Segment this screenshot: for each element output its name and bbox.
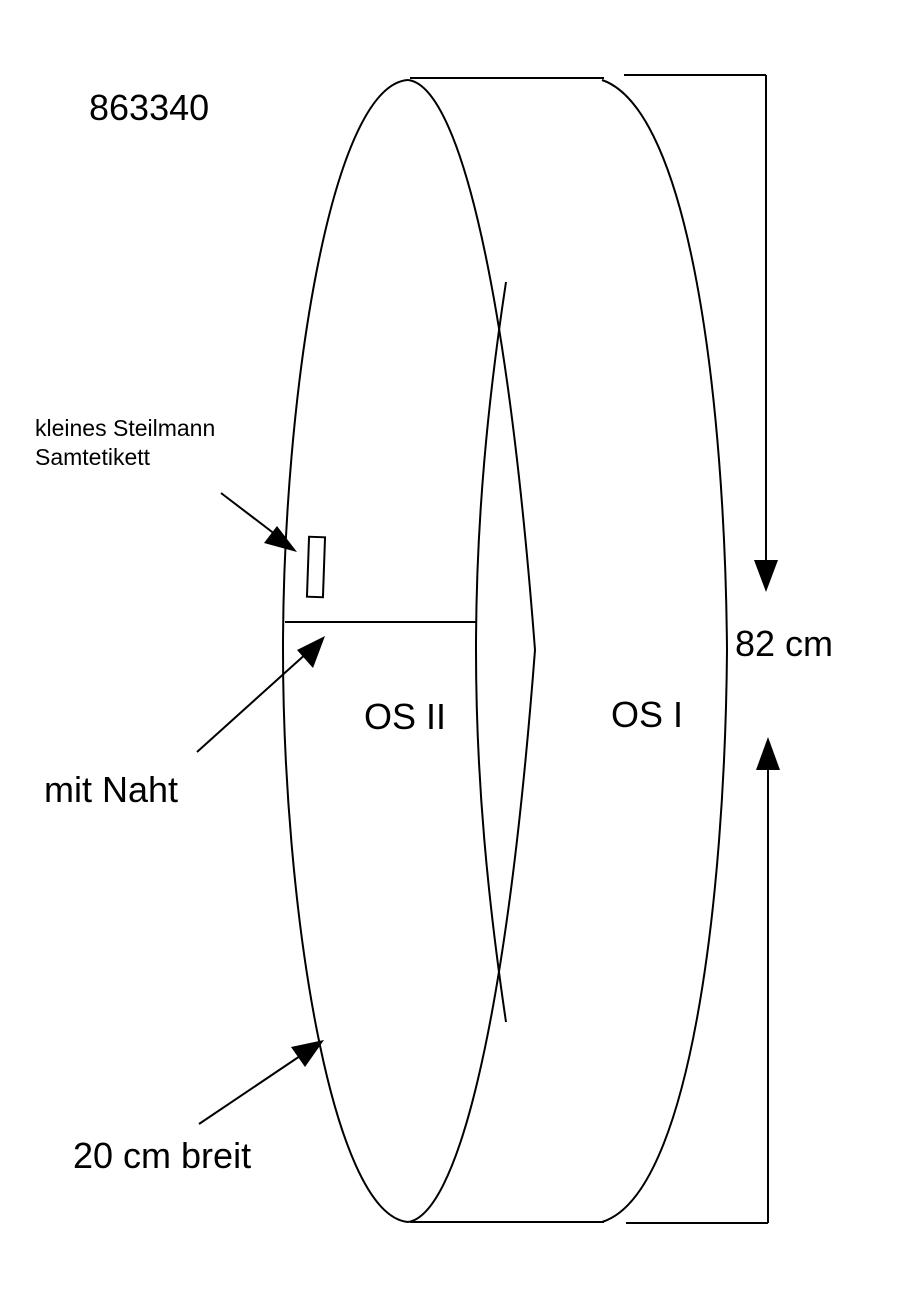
article-number: 863340 — [89, 87, 209, 128]
velvet-label-rect — [305, 535, 327, 599]
outer-part-label: OS I — [611, 694, 683, 735]
inner-part-label: OS II — [364, 696, 446, 737]
velvet-label-text-line2: Samtetikett — [35, 444, 151, 470]
width-pointer — [198, 1040, 324, 1125]
height-label: 82 cm — [735, 623, 833, 664]
front-rim-outer — [281, 79, 409, 1223]
seam-label: mit Naht — [44, 769, 178, 810]
inner-band-edge — [474, 281, 507, 1023]
seam-arrow-icon — [297, 636, 325, 668]
height-dimension — [624, 74, 780, 1224]
height-arrow-up-icon — [756, 737, 780, 770]
velvet-label-text-line1: kleines Steilmann — [35, 415, 215, 441]
height-arrow-down-icon — [754, 560, 778, 592]
velvet-label-pointer — [220, 492, 297, 552]
front-rim-inner — [407, 79, 537, 1223]
velvet-label-arrow-icon — [264, 526, 297, 552]
seam-pointer — [196, 636, 325, 753]
width-arrow-icon — [291, 1040, 324, 1067]
width-label: 20 cm breit — [73, 1135, 251, 1176]
back-rim — [601, 79, 729, 1223]
drum-outline — [281, 77, 729, 1223]
